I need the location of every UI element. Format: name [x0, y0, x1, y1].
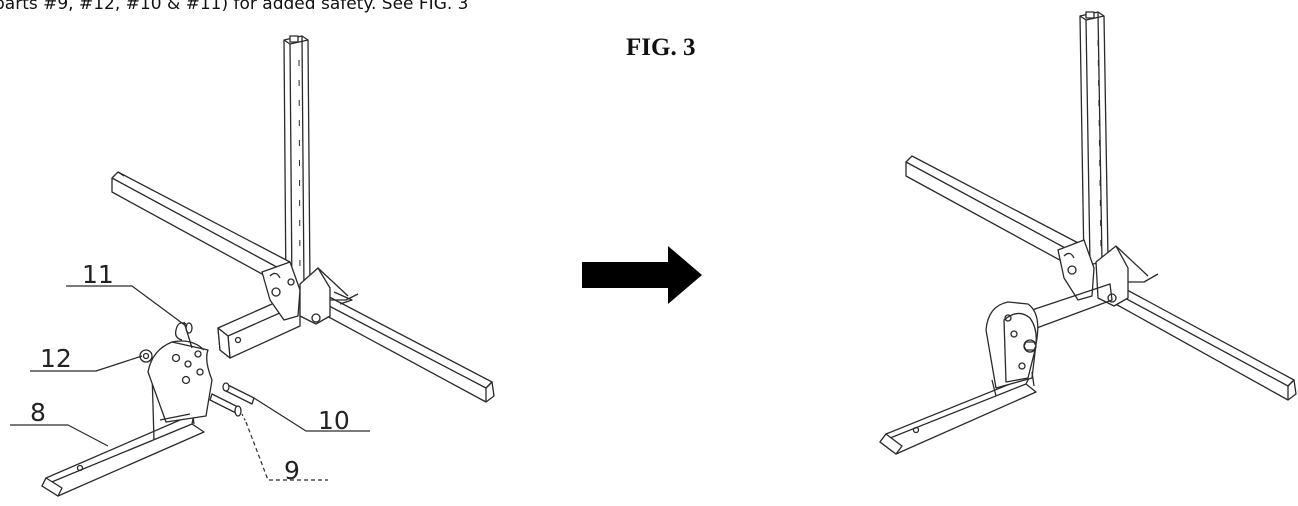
assembled-back-left-arm: [905, 155, 1085, 271]
instruction-text: parts #9, #12, #10 & #11) for added safe…: [0, 0, 469, 14]
callout-number-12: 12: [40, 344, 72, 373]
callout-leader-lines: [10, 285, 370, 481]
center-bracket: [261, 261, 359, 325]
callout-number-9: 9: [284, 456, 300, 485]
assembled-vertical-post: [1079, 11, 1109, 267]
part-10-pin: [222, 382, 255, 405]
callout-number-10: 10: [318, 406, 350, 435]
figure-label: FIG. 3: [626, 34, 696, 61]
leader-line-8: [10, 424, 109, 447]
leader-line-10: [253, 397, 370, 432]
front-right-arm: [309, 289, 495, 403]
callout-number-11: 11: [82, 260, 114, 289]
part-8-detachable-leg: [41, 340, 213, 497]
right-arrow-icon: [582, 246, 702, 304]
part-9-bolt: [209, 393, 247, 423]
leader-line-11: [66, 285, 187, 327]
part-12-nut: [139, 349, 153, 363]
assembled-stand-drawing: [879, 11, 1297, 455]
assembled-front-right-arm: [1109, 283, 1297, 401]
exploded-stand-drawing: [10, 35, 495, 497]
vertical-post: [283, 35, 311, 295]
assembled-center-bracket: [1057, 239, 1159, 307]
leader-line-12: [30, 355, 143, 372]
back-left-arm: [111, 171, 291, 287]
assembled-front-leg: [879, 283, 1113, 455]
callout-number-8: 8: [30, 398, 46, 427]
